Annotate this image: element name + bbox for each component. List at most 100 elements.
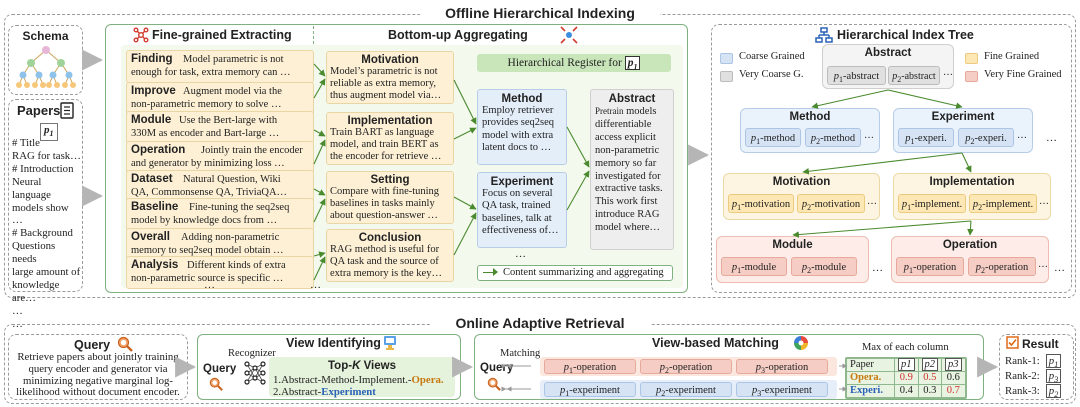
paper-symbol: p [1048, 370, 1055, 382]
max-label: Max of each column [862, 342, 949, 353]
paper-badge: p2 [921, 358, 938, 371]
row-text: Model parametric is not enough for task,… [131, 54, 291, 78]
row-text: Natural Question, Wiki QA, Commonsense Q… [131, 174, 288, 198]
magnifier-icon [487, 377, 501, 391]
row-text: Adding non-parametric memory to seq2seq … [131, 232, 284, 256]
score-cell: 0.4 [894, 384, 919, 398]
neural-network-icon [244, 361, 266, 385]
schema-title: Schema [22, 29, 69, 43]
paper-symbol: p [659, 362, 666, 373]
schema-tree-icon [16, 46, 76, 88]
row-key: Dataset [131, 173, 173, 185]
ellipsis: … [872, 262, 883, 274]
score-cell: 0.3 [917, 384, 942, 398]
rank-paper-badge: p3 [1045, 369, 1062, 384]
rank-paper-badge: p1 [1045, 354, 1062, 369]
row-key: Module [131, 114, 172, 126]
tree-icon [815, 27, 833, 43]
score-header-paper: Paper [846, 358, 895, 372]
paper-index: 3 [761, 366, 766, 376]
score-header-p3: p3 [941, 358, 966, 372]
legend-very-fine-swatch [965, 71, 978, 82]
match-operation-chip-p1: p1-operation [544, 359, 636, 376]
result-title: Result [1022, 337, 1059, 351]
document-icon [60, 102, 74, 119]
hierarchical-register-label: Hierarchical Register for p1 [477, 54, 671, 72]
rank-label: Rank-2: [1005, 370, 1040, 382]
tree-chip-p2-module: p2-module [791, 257, 857, 276]
ellipsis: … [867, 196, 877, 207]
score-header-p1: p1 [894, 358, 919, 372]
chip-text: -experiment [761, 385, 812, 396]
tree-chip-p1-abstract: p1-abstract [827, 66, 886, 85]
tree-chip-p2-motivation: p2-motivation [797, 194, 865, 213]
match-experiment-chip-p2: p2-experiment [640, 382, 732, 398]
row-key: Overall [131, 231, 170, 243]
query-title: Query [74, 338, 111, 352]
method-node: Method Employ retriever provides seq2seq… [477, 89, 567, 165]
tree-chip-p1-experiment: p1-experi. [898, 128, 954, 147]
tree-chip-p2-operation: p2-operation [968, 257, 1036, 276]
view-matching-title: View-based Matching [652, 336, 779, 350]
score-row-label: Opera. [846, 371, 895, 385]
abstract-node: Abstract Pretrain models differentiable … [590, 89, 674, 250]
paper-symbol: p [755, 362, 762, 373]
tree-chip-p2-abstract: p2-abstract [888, 66, 940, 85]
index-tree-box [711, 24, 1072, 293]
legend-coarse: Coarse Grained [739, 51, 805, 62]
tree-chip-p2-experiment: p2-experi. [958, 128, 1014, 147]
match-operation-chip-p2: p2-operation [640, 359, 732, 376]
experiment-node: Experiment Focus on several QA task, tra… [477, 172, 567, 248]
view-identifying-title: View Identifying [286, 336, 381, 350]
row-text: Fine-tuning the seq2seq model by knowled… [131, 202, 290, 226]
rank-paper-badge: p2 [1045, 384, 1062, 399]
result-box [999, 334, 1074, 400]
paper-index: 2 [665, 366, 670, 376]
paper-index: 1 [569, 366, 574, 376]
tree-chip-p1-motivation: p1-motivation [728, 194, 794, 213]
ellipsis: … [310, 279, 321, 291]
score-cell: 0.9 [894, 371, 919, 385]
tree-chip-p1-module: p1-module [721, 257, 787, 276]
paper-content: # Title RAG for task… # Introduction Neu… [12, 137, 81, 330]
paper-symbol: p [1048, 385, 1055, 397]
ellipsis: … [1038, 259, 1048, 270]
ellipsis: … [1017, 130, 1027, 141]
row-key: Operation [131, 144, 186, 156]
row-key: Baseline [131, 201, 179, 213]
chip-text: -experiment [569, 385, 620, 396]
paper-index: 3 [757, 389, 762, 399]
rank-label: Rank-1: [1005, 355, 1040, 367]
paper-badge: p1 [898, 358, 915, 371]
papers-title: Papers [17, 103, 61, 118]
legend-coarse-swatch [720, 53, 733, 64]
result-rank-3: Rank-3:p2 [1005, 384, 1062, 399]
score-cell: 0.6 [941, 371, 966, 385]
query-text: Retrieve papers about jointly training q… [16, 351, 180, 399]
paper-symbol: p [563, 362, 570, 373]
paper-symbol: p [1048, 355, 1055, 367]
tree-chip-p1-implementation: p1-implement. [898, 194, 966, 213]
chip-text: -operation [669, 362, 713, 373]
match-experiment-chip-p3: p3-experiment [736, 382, 828, 399]
ellipsis: … [1039, 196, 1049, 207]
row-text: Different kinds of extra non-parametric … [131, 260, 286, 284]
chip-text: -operation [765, 362, 809, 373]
bottom-up-title: Bottom-up Aggregating [388, 28, 528, 42]
match-operation-chip-p3: p3-operation [736, 359, 828, 376]
matching-label: Matching [500, 348, 541, 359]
row-text: Augment model via the non-parametric mem… [131, 86, 282, 110]
recognizer-icon [384, 336, 396, 350]
paper-id-badge: p1 [40, 123, 58, 142]
tree-chip-p2-implementation: p2-implement. [969, 194, 1037, 213]
online-title: Online Adaptive Retrieval [430, 315, 650, 331]
title-divider [313, 26, 314, 44]
